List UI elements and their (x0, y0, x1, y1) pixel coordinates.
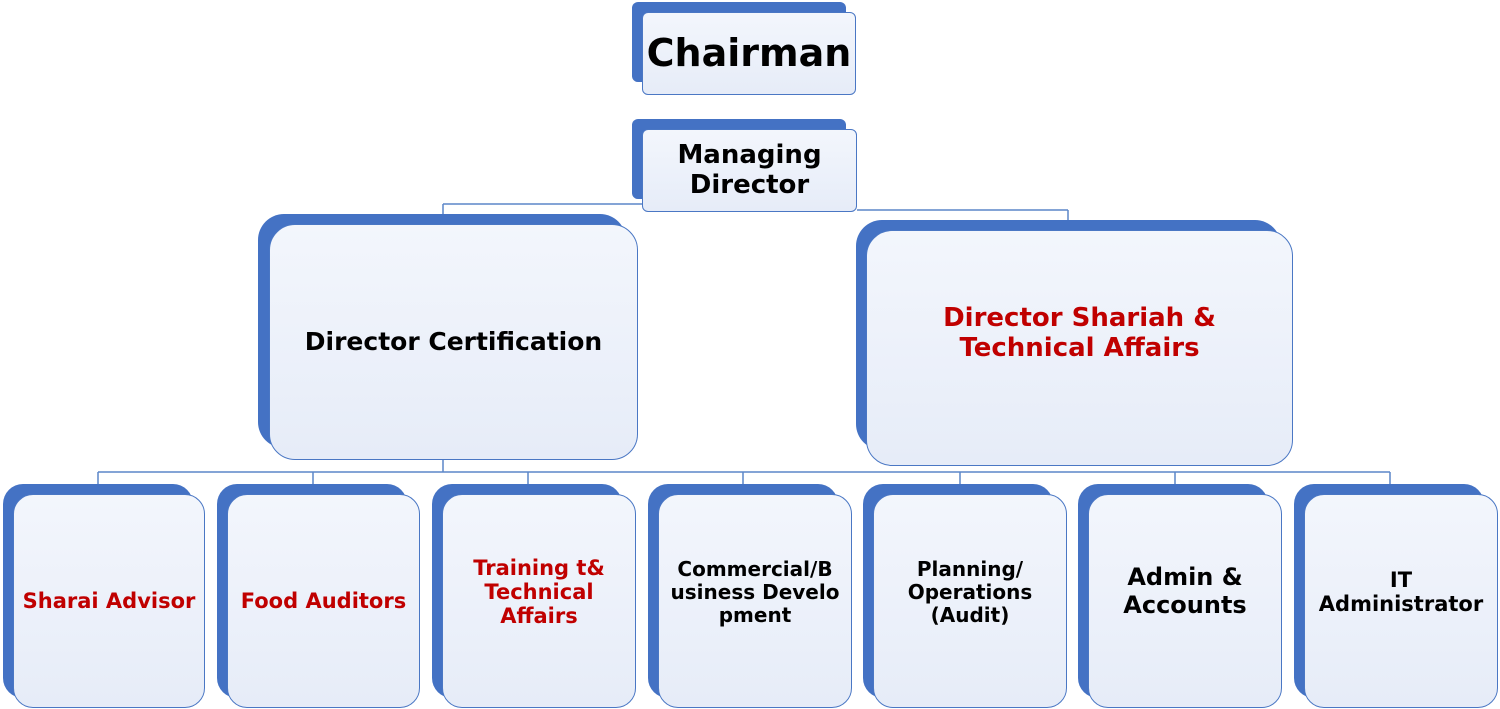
node-director-certification-label: Director Certification (269, 224, 638, 460)
node-food-auditors-label: Food Auditors (227, 494, 420, 708)
node-planning-operations-label: Planning/ Operations (Audit) (873, 494, 1067, 708)
node-admin-accounts-label: Admin & Accounts (1088, 494, 1282, 708)
node-chairman-label: Chairman (642, 12, 856, 95)
node-managing-director-label: Managing Director (642, 129, 857, 212)
node-commercial-label: Commercial/B usiness Development (658, 494, 852, 708)
node-director-shariah-label: Director Shariah & Technical Affairs (866, 230, 1293, 466)
node-sharai-advisor-label: Sharai Advisor (13, 494, 205, 708)
node-it-admin-label: IT Administrator (1304, 494, 1498, 708)
node-training-technical-label: Training t& Technical Affairs (442, 494, 636, 708)
